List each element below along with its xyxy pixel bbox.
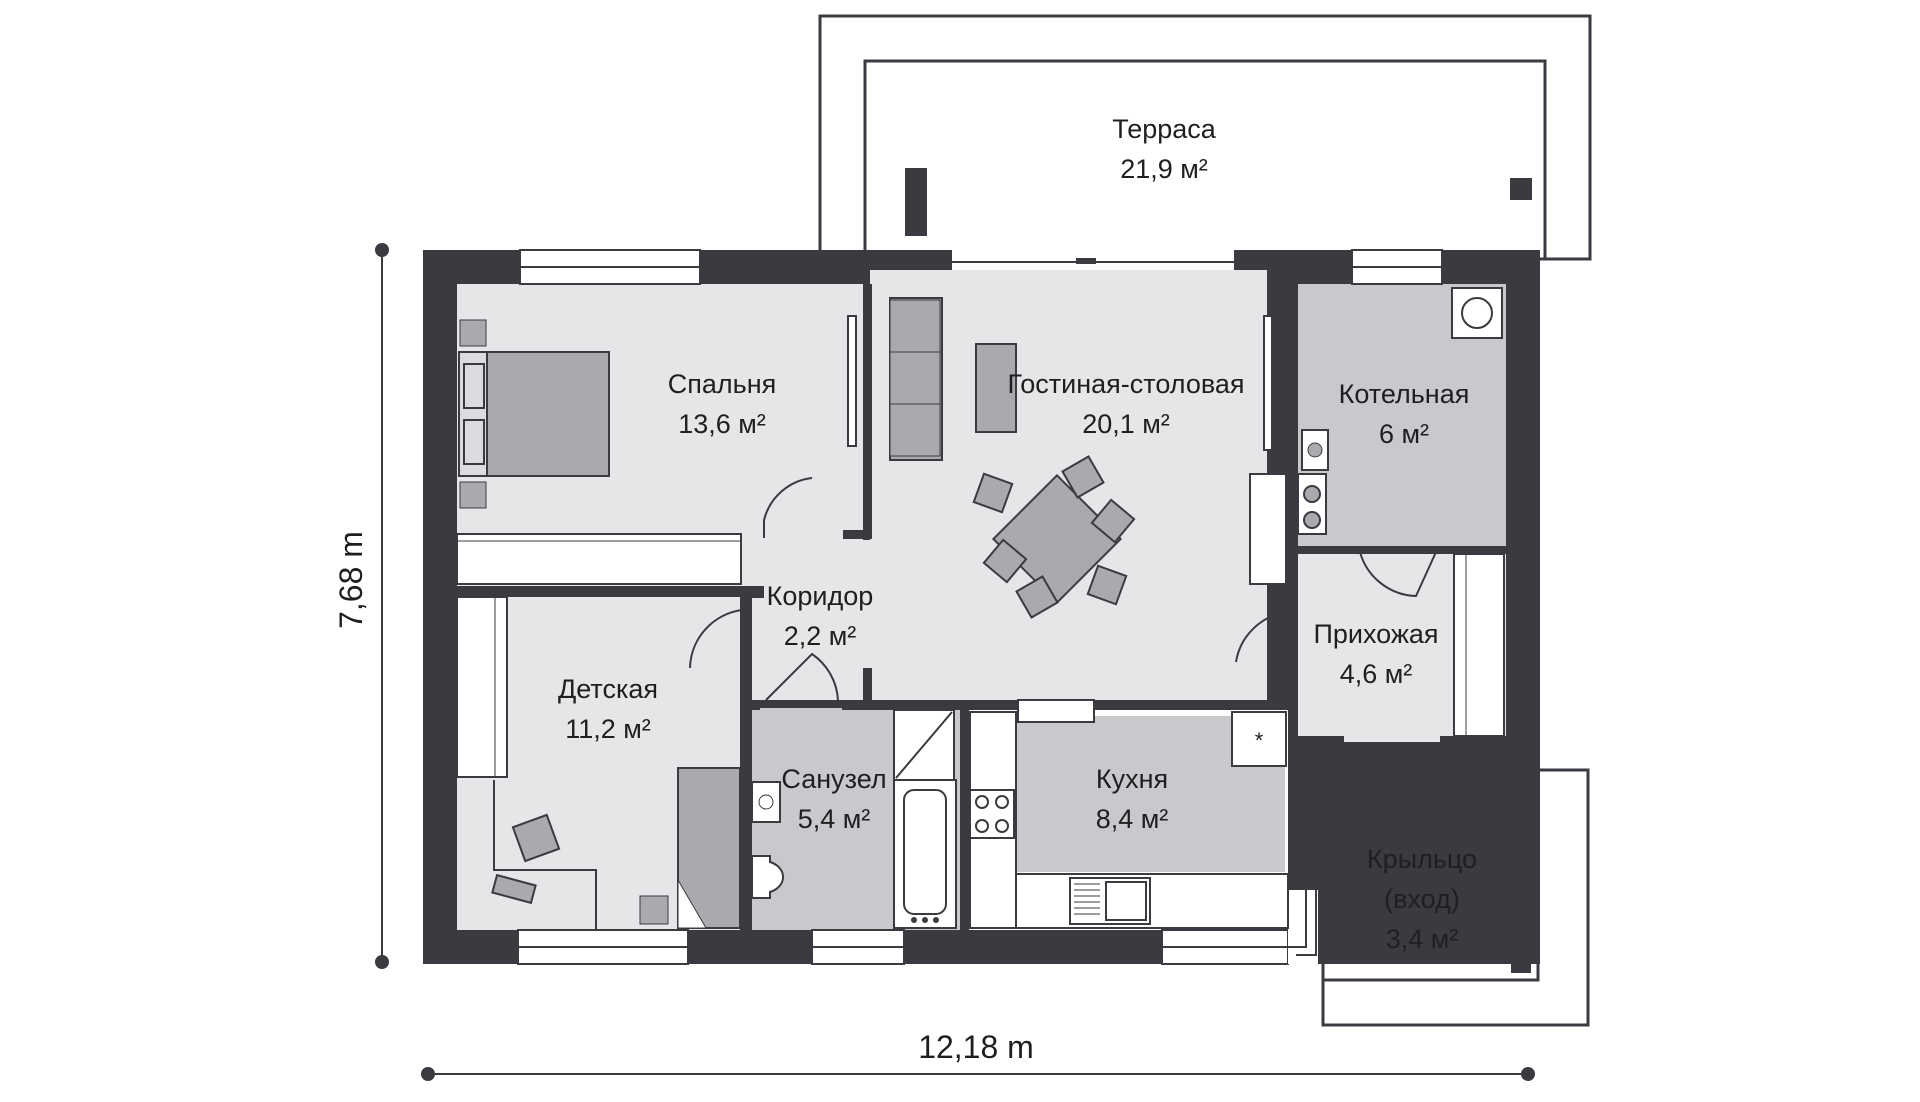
boiler-name: Котельная — [1339, 379, 1470, 409]
chair — [1061, 455, 1105, 499]
hall-name: Прихожая — [1313, 619, 1438, 649]
kids-desk-chair — [511, 813, 561, 863]
bathroom-name: Санузел — [781, 764, 886, 794]
living-area: 20,1 м² — [1082, 409, 1170, 439]
chair — [1090, 498, 1136, 544]
kitchen-area: 8,4 м² — [1096, 804, 1169, 834]
kids-wardrobe — [456, 596, 508, 778]
boiler-area: 6 м² — [1379, 419, 1429, 449]
bathroom-fixtures — [751, 709, 957, 929]
bedroom-area: 13,6 м² — [678, 409, 766, 439]
bedroom-wardrobe — [456, 533, 742, 585]
corridor-floor — [742, 540, 877, 700]
living-hall-door — [1235, 611, 1289, 663]
porch-area: 3,4 м² — [1386, 924, 1459, 954]
width-label: 12,18 m — [918, 1029, 1034, 1065]
bedroom-furniture — [456, 315, 857, 585]
bedroom-mirror — [847, 315, 857, 447]
living-name: Гостиная-столовая — [1007, 369, 1244, 399]
porch-name: Крыльцо — [1367, 844, 1477, 874]
chair — [972, 472, 1014, 514]
room-labels: Терраса 21,9 м² Спальня 13,6 м² Гостиная… — [558, 114, 1477, 954]
entrance-door — [1348, 745, 1435, 834]
boiler-equipment — [1301, 287, 1503, 471]
living-furniture — [889, 297, 1327, 619]
hall-wardrobe — [1453, 553, 1505, 737]
chair — [1015, 575, 1059, 619]
stove — [969, 789, 1015, 839]
terrace-post-left — [905, 168, 927, 236]
height-label: 7,68 m — [333, 531, 369, 629]
windows — [517, 249, 1443, 965]
terrace — [818, 14, 1592, 261]
boiler-door — [1359, 551, 1437, 598]
bedroom-door — [763, 477, 813, 538]
house-floors — [423, 250, 1540, 964]
hall-area: 4,6 м² — [1340, 659, 1413, 689]
kitchen-counter-bottom — [1015, 873, 1289, 929]
height-dimension: 7,68 m — [333, 243, 389, 969]
corridor-name: Коридор — [767, 581, 874, 611]
chair — [982, 538, 1028, 584]
living-mirror — [1263, 315, 1273, 451]
width-dimension: 12,18 m — [421, 1029, 1535, 1081]
fridge — [1231, 711, 1287, 767]
chair — [1086, 564, 1128, 606]
terrace-area: 21,9 м² — [1120, 154, 1208, 184]
nightstand — [459, 319, 487, 347]
corridor-door — [689, 596, 743, 669]
bathroom-area: 5,4 м² — [798, 804, 871, 834]
terrace-name: Терраса — [1112, 114, 1217, 144]
kids-furniture — [456, 596, 741, 930]
console — [1249, 473, 1287, 585]
kitchen-shelf-top — [1017, 699, 1095, 723]
terrace-post-right — [1510, 178, 1532, 200]
kids-desk — [493, 780, 597, 930]
doors — [689, 477, 1437, 834]
kids-area: 11,2 м² — [565, 714, 651, 744]
kitchen-fixtures: * — [969, 699, 1289, 929]
corridor-area: 2,2 м² — [784, 621, 857, 651]
porch-sub: (вход) — [1384, 884, 1460, 914]
kitchen-name: Кухня — [1096, 764, 1168, 794]
bathroom-door — [765, 652, 839, 701]
kids-name: Детская — [558, 674, 658, 704]
bedroom-name: Спальня — [668, 369, 777, 399]
fridge-marker: * — [1255, 728, 1264, 753]
coffee-table — [975, 343, 1017, 433]
toilet — [751, 855, 785, 899]
dining-table — [991, 473, 1123, 605]
nightstand — [459, 481, 487, 509]
kids-laptop — [491, 873, 537, 905]
kids-nightstand — [639, 895, 669, 925]
